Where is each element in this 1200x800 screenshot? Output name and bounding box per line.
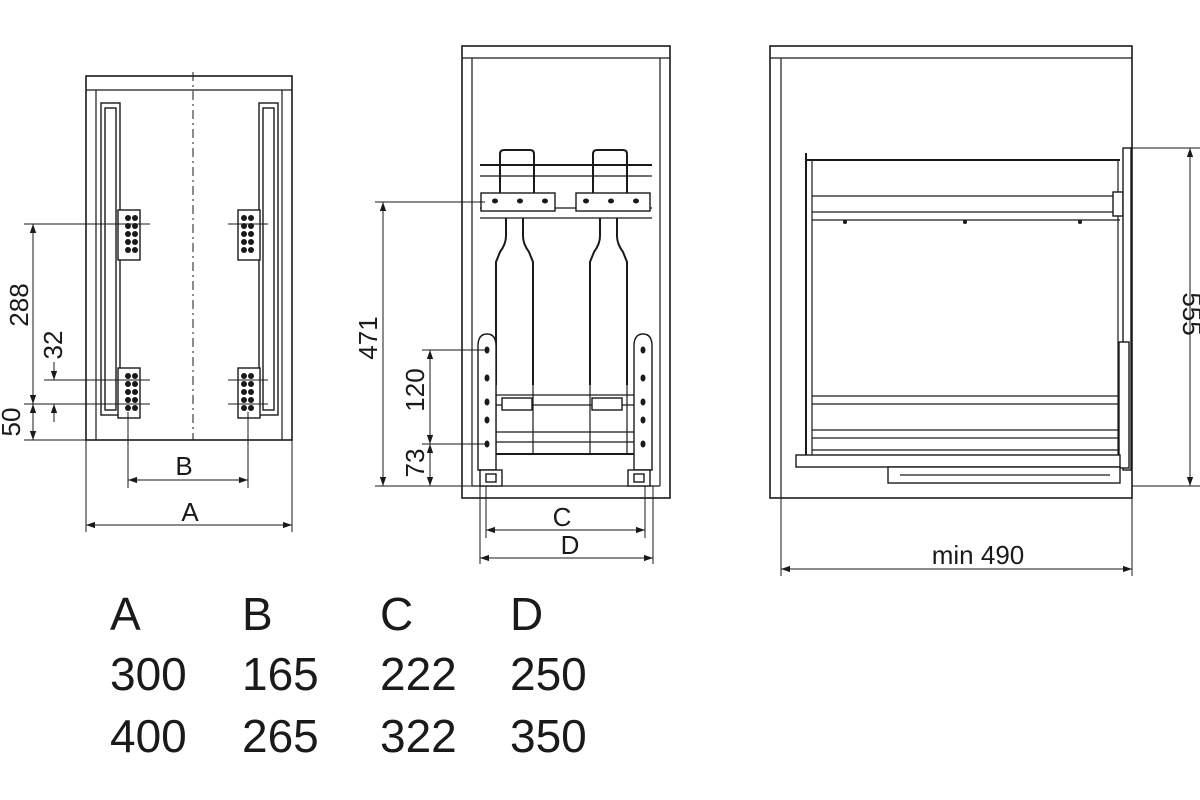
- table-cell: 222: [380, 648, 457, 700]
- dim-label-50: 50: [0, 408, 26, 437]
- dim-label-120: 120: [400, 368, 430, 411]
- dim-label-471: 471: [353, 316, 383, 359]
- dim-label-555: 555: [1177, 292, 1200, 335]
- dim-label-73: 73: [400, 449, 430, 478]
- front-panel: [1122, 147, 1132, 471]
- table-cell: 350: [510, 710, 587, 762]
- side-basket: [805, 153, 1124, 455]
- basket-bottom: [495, 385, 640, 455]
- dim-label-A: A: [181, 497, 199, 527]
- dim-label-D: D: [561, 530, 580, 560]
- dim-label-B: B: [175, 451, 192, 481]
- middle-view: 471 120 73 C D: [353, 45, 671, 564]
- dim-label-288: 288: [4, 283, 34, 326]
- table-cell: 322: [380, 710, 457, 762]
- table-header-B: B: [242, 588, 273, 640]
- table-cell: 265: [242, 710, 319, 762]
- side-view: 555 min 490: [769, 45, 1200, 576]
- table-header-C: C: [380, 588, 413, 640]
- table-cell: 400: [110, 710, 187, 762]
- table-header-A: A: [110, 588, 141, 640]
- side-cabinet-outline: [769, 45, 1133, 499]
- table-cell: 250: [510, 648, 587, 700]
- front-view: 288 32 50 B A: [0, 72, 293, 532]
- table-header-D: D: [510, 588, 543, 640]
- dim-label-min-490: min 490: [932, 540, 1025, 570]
- table-cell: 165: [242, 648, 319, 700]
- dim-label-C: C: [553, 502, 572, 532]
- size-table: A B C D 300 165 222 250 400 265 322 350: [110, 588, 587, 762]
- bottom-runner: [795, 454, 1121, 468]
- table-cell: 300: [110, 648, 187, 700]
- basket-top: [480, 149, 652, 219]
- dim-label-32: 32: [38, 331, 68, 360]
